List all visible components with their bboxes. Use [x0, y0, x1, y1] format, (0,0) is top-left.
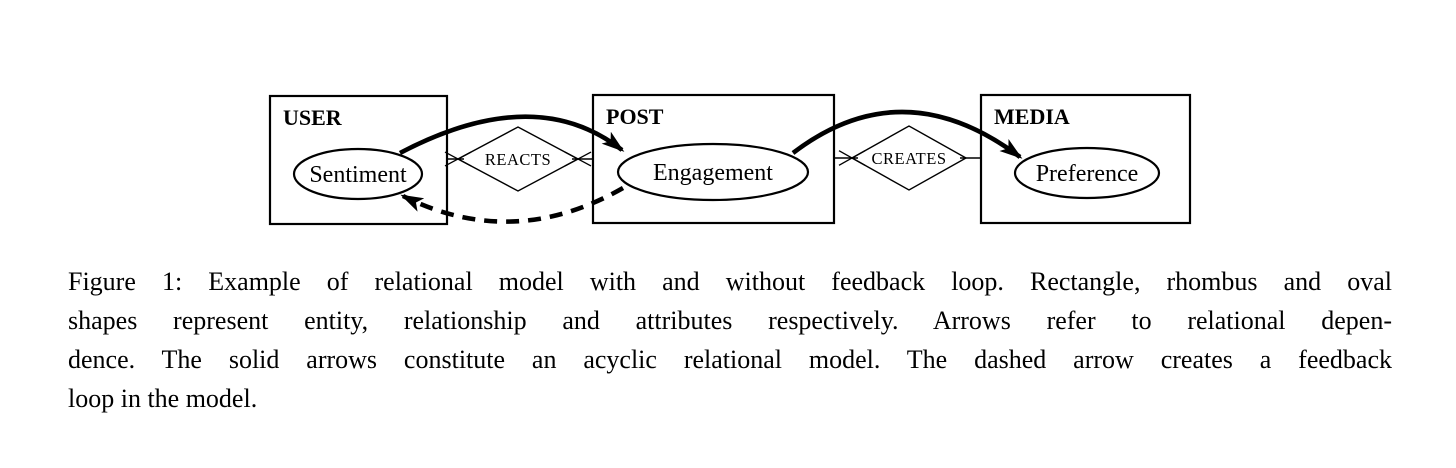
attribute-label-sentiment: Sentiment	[309, 162, 407, 188]
caption-line-4: loop in the model.	[68, 384, 258, 413]
relational-model-diagram: USER POST MEDIA REACTS CREATES Sentiment Engag…	[268, 93, 1192, 226]
entity-label-user: USER	[283, 105, 343, 130]
edge-cross-left-reacts-b	[444, 151, 472, 167]
attribute-label-preference: Preference	[1036, 161, 1139, 187]
relationship-label-reacts: REACTS	[485, 150, 551, 169]
entity-label-media: MEDIA	[994, 104, 1070, 129]
caption-line-1: Figure 1: Example of relational model wi…	[68, 267, 1392, 296]
attribute-ellipse-engagement	[616, 142, 810, 202]
edge-cross-left-creates-b	[838, 150, 866, 166]
solid-arrow-engagement-to-preference	[791, 109, 1023, 159]
attribute-ellipse-preference	[1013, 146, 1161, 200]
dashed-arrow-engagement-to-sentiment	[400, 186, 625, 224]
attribute-ellipse-sentiment	[292, 147, 424, 201]
caption-line-3: dence. The solid arrows constitute an ac…	[68, 345, 1392, 374]
entity-label-post: POST	[606, 104, 664, 129]
figure-caption: Figure 1: Example of relational model wi…	[68, 262, 1392, 418]
relationship-label-creates: CREATES	[871, 149, 946, 168]
edge-cross-right-reacts-b	[564, 151, 592, 167]
solid-arrow-sentiment-to-engagement	[398, 114, 625, 156]
caption-line-2: shapes represent entity, relationship an…	[68, 306, 1392, 335]
attribute-label-engagement: Engagement	[653, 160, 773, 186]
